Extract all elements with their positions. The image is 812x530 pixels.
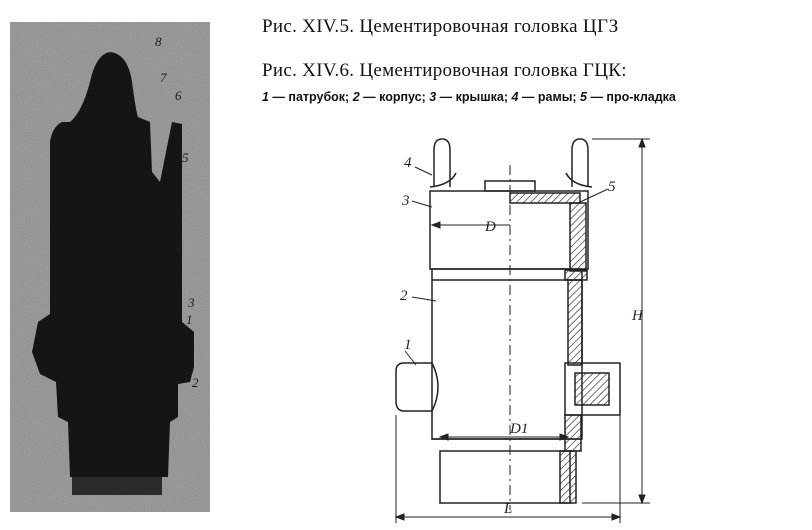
drawing-label-4: 4	[404, 155, 412, 171]
drawing-label-1: 1	[404, 337, 412, 353]
caption-fig-xiv-6: Рис. XIV.6. Цементировочная головка ГЦК:	[262, 60, 627, 81]
lower-sleeve	[439, 450, 571, 504]
body	[431, 268, 583, 440]
nozzle	[395, 362, 432, 412]
photo-label-8: 8	[155, 34, 162, 49]
photo-label-7: 7	[160, 70, 167, 85]
photo-base	[72, 477, 162, 495]
technical-drawing: 4 3 2 1 5 D D1 H L	[394, 137, 650, 523]
ram-right	[571, 138, 589, 187]
photo-label-2: 2	[192, 375, 199, 390]
drawing-cementing-head-gck: 4 3 2 1 5 D D1 H L	[360, 125, 660, 525]
photo-label-6: 6	[175, 88, 182, 103]
figure-legend: 1 — патрубок; 2 — корпус; 3 — крышка; 4 …	[262, 90, 802, 104]
dimension-label-d: D	[484, 219, 496, 235]
drawing-label-5: 5	[608, 179, 616, 195]
dimension-label-l: L	[503, 501, 512, 517]
photo-label-5: 5	[182, 150, 189, 165]
dimension-label-d1: D1	[509, 421, 528, 437]
legend-item-3: 3 — крышка;	[429, 90, 512, 104]
photo-label-3: 3	[187, 295, 195, 310]
photo-image: 8 7 6 5 4 3 1 2	[10, 22, 210, 512]
legend-item-5: 5 — про-кладка	[580, 90, 676, 104]
legend-item-4: 4 — рамы;	[511, 90, 581, 104]
photo-cementing-head-tsgz: 8 7 6 5 4 3 1 2	[10, 22, 210, 512]
photo-label-4: 4	[175, 240, 182, 255]
drawing-label-3: 3	[401, 193, 410, 209]
photo-label-1: 1	[186, 312, 193, 327]
drawing-label-2: 2	[400, 288, 408, 304]
dimension-label-h: H	[631, 308, 644, 324]
legend-item-2: 2 — корпус;	[352, 90, 430, 104]
photo-silhouette	[32, 52, 194, 477]
caption-fig-xiv-5: Рис. XIV.5. Цементировочная головка ЦГЗ	[262, 16, 619, 37]
legend-item-1: 1 — патрубок;	[262, 90, 353, 104]
ram-left	[433, 138, 451, 187]
